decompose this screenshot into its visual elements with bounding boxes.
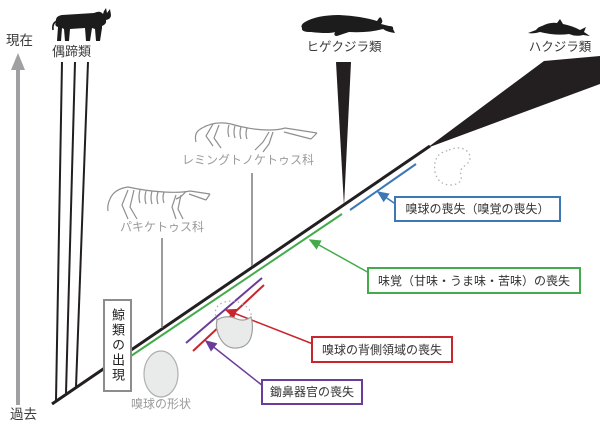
remingtonocetidae-label: レミングトノケトゥス科 <box>182 153 315 167</box>
olfactory-bulb-lost-shape <box>433 147 471 186</box>
vomeronasal-loss-line <box>185 277 263 344</box>
toothed-whales-label: ハクジラ類 <box>528 40 592 54</box>
taste-loss-arrow <box>308 239 372 275</box>
baleen-whale-icon <box>301 15 395 36</box>
pakicetus-skeleton-icon <box>107 186 211 220</box>
taste-loss-box: 味覚（甘味・うま味・苦味）の喪失 <box>367 267 581 294</box>
olfactory-loss-line <box>349 163 417 211</box>
cow-icon <box>52 8 111 41</box>
ungulate-lineage-lines <box>55 61 89 401</box>
olfactory-bulb-shape-label: 嗅球の形状 <box>131 397 192 411</box>
remingtonocetus-skeleton-icon <box>194 122 318 153</box>
vomeronasal-loss-box: 鋤鼻器官の喪失 <box>261 379 363 405</box>
vomeronasal-loss-arrow <box>204 340 264 387</box>
baleen-whale-branch-wedge <box>336 62 351 206</box>
dolphin-icon <box>528 19 590 36</box>
past-label: 過去 <box>10 407 37 422</box>
dorsal-region-loss-box: 嗅球の背側領域の喪失 <box>311 336 453 363</box>
present-label: 現在 <box>6 33 33 48</box>
olfactory-bulb-partial-shape <box>214 300 254 349</box>
ungulates-label: 偶蹄類 <box>52 44 92 59</box>
baleen-whales-label: ヒゲクジラ類 <box>306 40 382 54</box>
olfactory-bulb-full-shape <box>143 350 179 398</box>
pakicetidae-label: パキケトゥス科 <box>120 220 205 234</box>
cetacean-origin-box: 鯨類の出現 <box>103 299 132 392</box>
olfactory-loss-box: 嗅球の喪失（嗅覚の喪失） <box>394 196 561 222</box>
time-axis-arrow <box>11 53 25 405</box>
dorsal-region-loss-arrow <box>224 308 314 345</box>
olfactory-loss-arrow <box>376 191 398 206</box>
taste-loss-line <box>127 213 343 359</box>
toothed-whale-branch-wedge <box>427 56 600 148</box>
